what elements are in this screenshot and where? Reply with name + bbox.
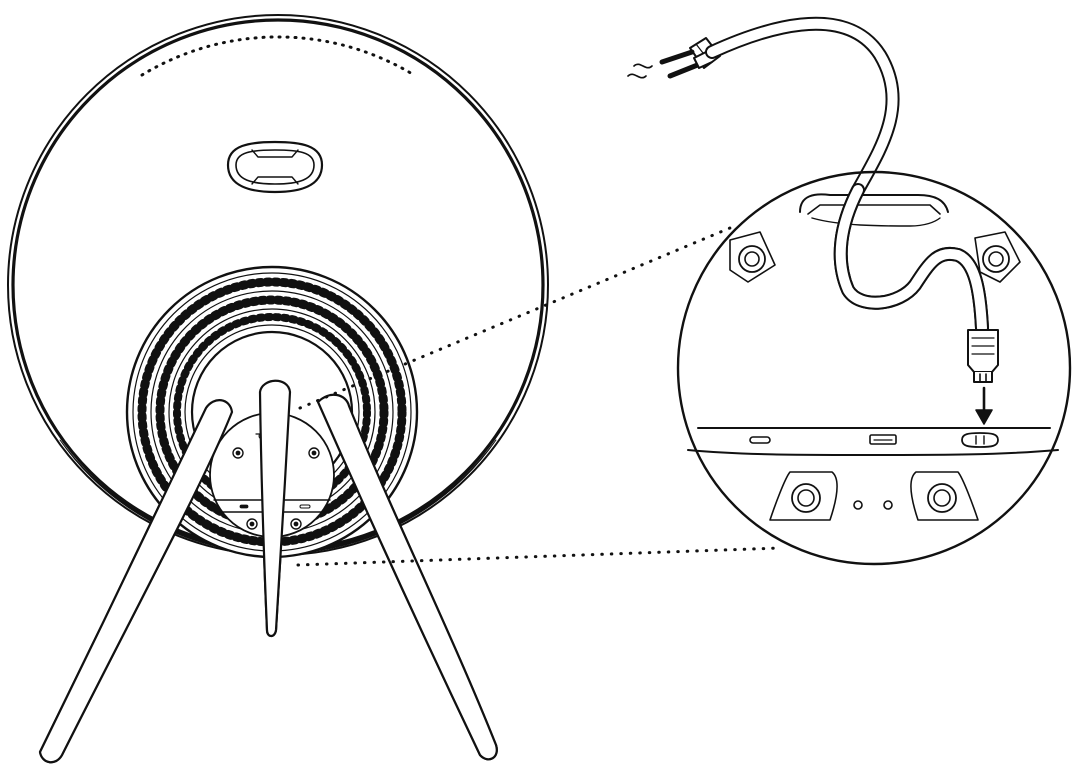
handle-grip (228, 142, 322, 192)
callout-connector-lines (298, 228, 780, 565)
panel-port-icon (300, 505, 310, 508)
center-leg-front (260, 381, 290, 636)
panel-screw-icon (247, 519, 257, 529)
bottom-screw-icon (792, 484, 820, 512)
callout-line-upper (300, 228, 730, 408)
bottom-mount-panel (770, 472, 978, 520)
mount-screw-icon (975, 232, 1020, 282)
panel-screw-icon (309, 448, 319, 458)
panel-screw-icon (291, 519, 301, 529)
detail-circle-outline (678, 172, 1070, 564)
power-cable (628, 24, 982, 328)
vent-hole-icon (884, 501, 892, 509)
panel-screw-icon (233, 448, 243, 458)
cable-motion-lines-icon (628, 74, 646, 77)
speaker-back-view (8, 15, 548, 762)
iec-power-connector-icon (968, 330, 998, 382)
down-arrow-icon (976, 388, 992, 424)
power-socket-icon (962, 433, 998, 447)
indicator-slot-icon (750, 437, 770, 443)
bottom-screw-icon (928, 484, 956, 512)
panel-port-icon (240, 505, 248, 508)
vent-hole-icon (854, 501, 862, 509)
top-perforation-arc (142, 37, 414, 75)
speaker-body-bottom-band (60, 440, 496, 554)
callout-line-lower (298, 548, 780, 565)
connection-detail-view (678, 172, 1070, 564)
ethernet-port-icon (870, 435, 896, 444)
right-leg-front (318, 395, 497, 760)
mount-screw-icon (730, 232, 775, 282)
connector-rail (688, 428, 1058, 455)
cable-guide-channel (800, 194, 948, 226)
left-leg-front (40, 400, 232, 762)
power-plug-icon (662, 38, 720, 76)
